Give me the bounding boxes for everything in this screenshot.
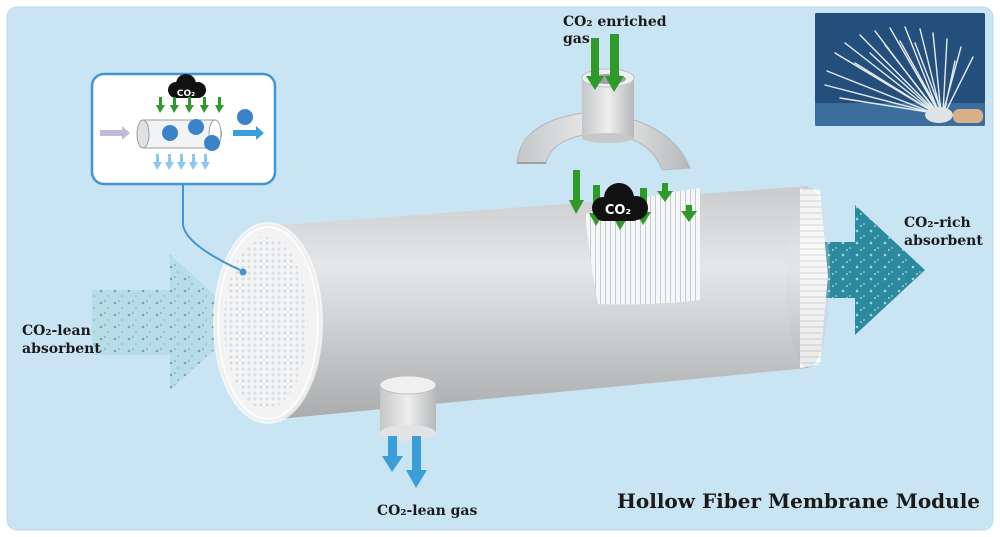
enriched-gas-arrows bbox=[586, 34, 624, 92]
lean-absorbent-label-line2: absorbent bbox=[22, 341, 101, 357]
lean-absorbent-label-line1: CO₂-lean bbox=[22, 323, 91, 339]
co2-cloud-badge: CO₂ bbox=[592, 183, 648, 221]
gas-outlet-pipe bbox=[379, 375, 437, 441]
rich-absorbent-label-line2: absorbent bbox=[904, 233, 983, 249]
rich-absorbent-arrow bbox=[820, 205, 925, 335]
lean-gas-arrows bbox=[382, 436, 427, 488]
enriched-gas-label-line2: gas bbox=[563, 31, 590, 47]
rich-absorbent-label-line1: CO₂-rich bbox=[904, 215, 971, 231]
gas-inlet-saddle bbox=[516, 111, 691, 171]
zoom-inset: CO₂ bbox=[90, 72, 277, 276]
lean-absorbent-arrow bbox=[92, 255, 245, 390]
enriched-gas-label-line1: CO₂ enriched bbox=[563, 14, 667, 30]
fiber-bundle-photo bbox=[815, 13, 985, 126]
lean-gas-label: CO₂-lean gas bbox=[377, 503, 478, 519]
co2-bubble-label: CO₂ bbox=[605, 203, 631, 218]
diagram-title: Hollow Fiber Membrane Module bbox=[617, 489, 981, 513]
fiber-bundle-end bbox=[224, 237, 308, 409]
co2-inset-label: CO₂ bbox=[177, 89, 195, 99]
